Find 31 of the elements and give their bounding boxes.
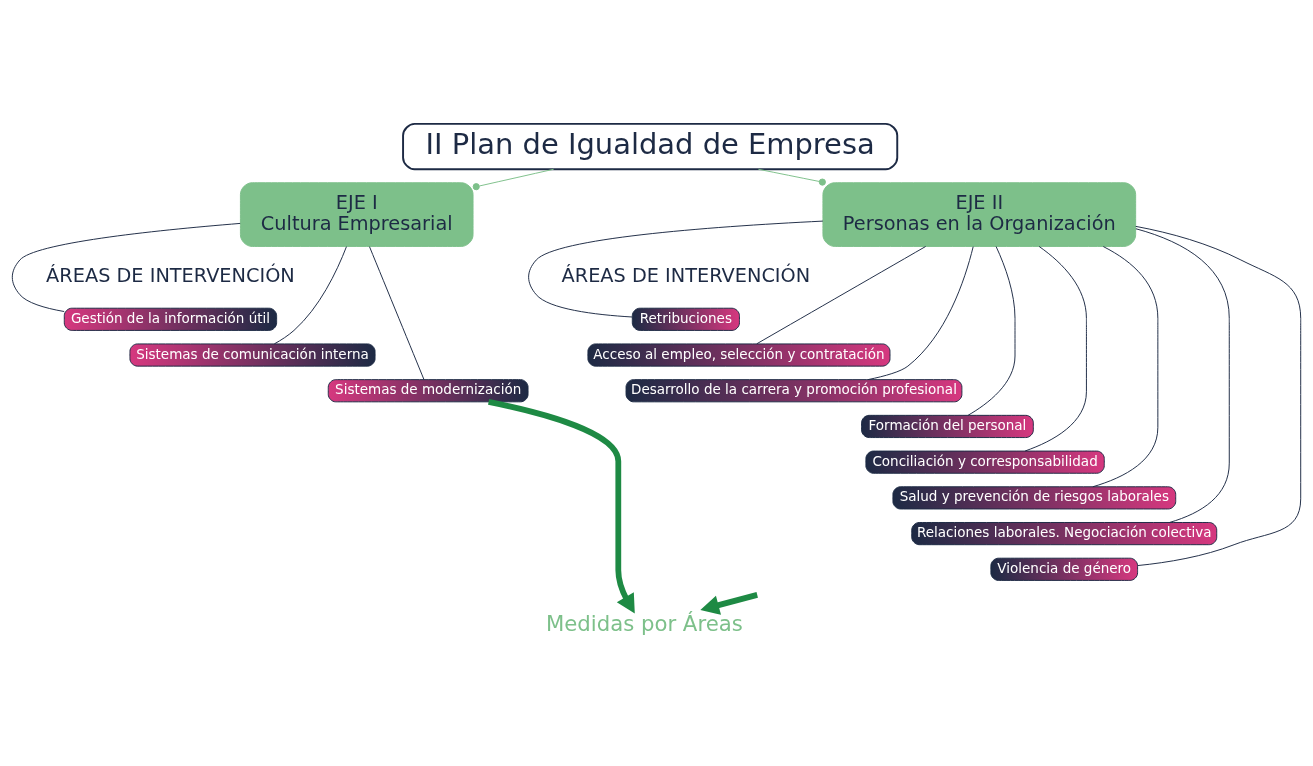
node-box: Violencia de género bbox=[990, 557, 1139, 581]
node-box: Gestión de la información útil bbox=[63, 307, 278, 331]
label: ÁREAS DE INTERVENCIÓN bbox=[561, 263, 811, 287]
node-box: EJE I Cultura Empresarial bbox=[239, 181, 474, 247]
connector bbox=[1135, 225, 1302, 566]
connector bbox=[528, 220, 824, 317]
connector bbox=[756, 245, 927, 344]
node-box: Conciliación y corresponsabilidad bbox=[865, 450, 1105, 474]
connector bbox=[11, 222, 241, 312]
connector bbox=[1092, 245, 1159, 487]
node-text: Medidas por Áreas bbox=[545, 610, 743, 636]
connector bbox=[472, 168, 555, 190]
arrow bbox=[700, 591, 758, 615]
node-box: EJE II Personas en la Organización bbox=[822, 181, 1137, 247]
label: ÁREAS DE INTERVENCIÓN bbox=[46, 263, 295, 287]
connector bbox=[273, 245, 347, 344]
connector bbox=[757, 168, 826, 186]
node-box: Desarrollo de la carrera y promoción profesional bbox=[625, 378, 963, 402]
connector bbox=[369, 245, 425, 380]
node-box: Acceso al empleo, selección y contratación bbox=[587, 342, 891, 367]
connector bbox=[1135, 227, 1230, 523]
arrow bbox=[488, 398, 635, 613]
connector bbox=[1024, 245, 1087, 451]
connector bbox=[967, 245, 1016, 416]
node-box: II Plan de Igualdad de Empresa bbox=[402, 122, 899, 170]
node-box: Relaciones laborales. Negociación colectiva bbox=[911, 521, 1218, 545]
node-box: Salud y prevención de riesgos laborales bbox=[892, 485, 1177, 509]
node-box: Sistemas de modernización bbox=[327, 378, 529, 402]
node-box: Sistemas de comunicación interna bbox=[129, 342, 376, 367]
node-box: Retribuciones bbox=[631, 307, 740, 331]
node-box: Formación del personal bbox=[861, 414, 1034, 438]
